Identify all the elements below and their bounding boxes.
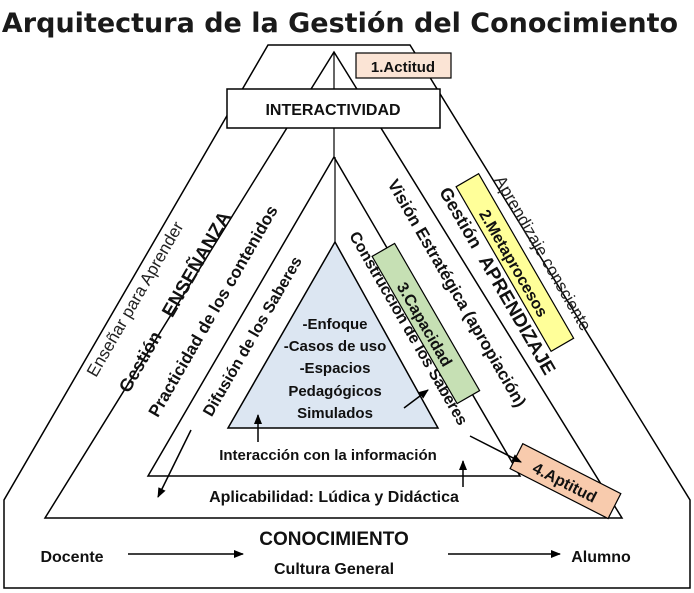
docente-label: Docente — [40, 549, 103, 566]
center-line-4: Pedagógicos — [288, 383, 381, 400]
interactividad-label: INTERACTIVIDAD — [265, 102, 400, 119]
arrow-difusion — [157, 429, 192, 498]
center-line-2: -Casos de uso — [284, 338, 387, 355]
aplicabilidad-label: Aplicabilidad: Lúdica y Didáctica — [209, 489, 459, 506]
center-line-5: Simulados — [297, 405, 373, 422]
outer-frame — [3, 44, 691, 589]
alumno-label: Alumno — [571, 549, 631, 566]
center-triangle — [226, 240, 440, 429]
diagram-title: Arquitectura de la Gestión del Conocimie… — [2, 8, 678, 39]
interactividad-box — [226, 88, 441, 129]
conocimiento-label: CONOCIMIENTO — [259, 529, 409, 550]
tag-actitud-label: 1.Actitud — [371, 59, 435, 76]
cultura-label: Cultura General — [274, 561, 394, 578]
tag-aptitud: 4.Aptitud — [509, 442, 622, 520]
outer-triangle — [43, 50, 624, 519]
arrow-construccion — [403, 389, 429, 409]
center-text-group: -Enfoque -Casos de uso -Espacios Pedagóg… — [284, 316, 387, 422]
interaccion-label: Interacción con la información — [219, 447, 437, 464]
arrow-aptitud — [469, 435, 522, 463]
center-line-3: -Espacios — [300, 360, 371, 377]
tag-actitud — [355, 52, 452, 79]
center-line-1: -Enfoque — [303, 316, 368, 333]
